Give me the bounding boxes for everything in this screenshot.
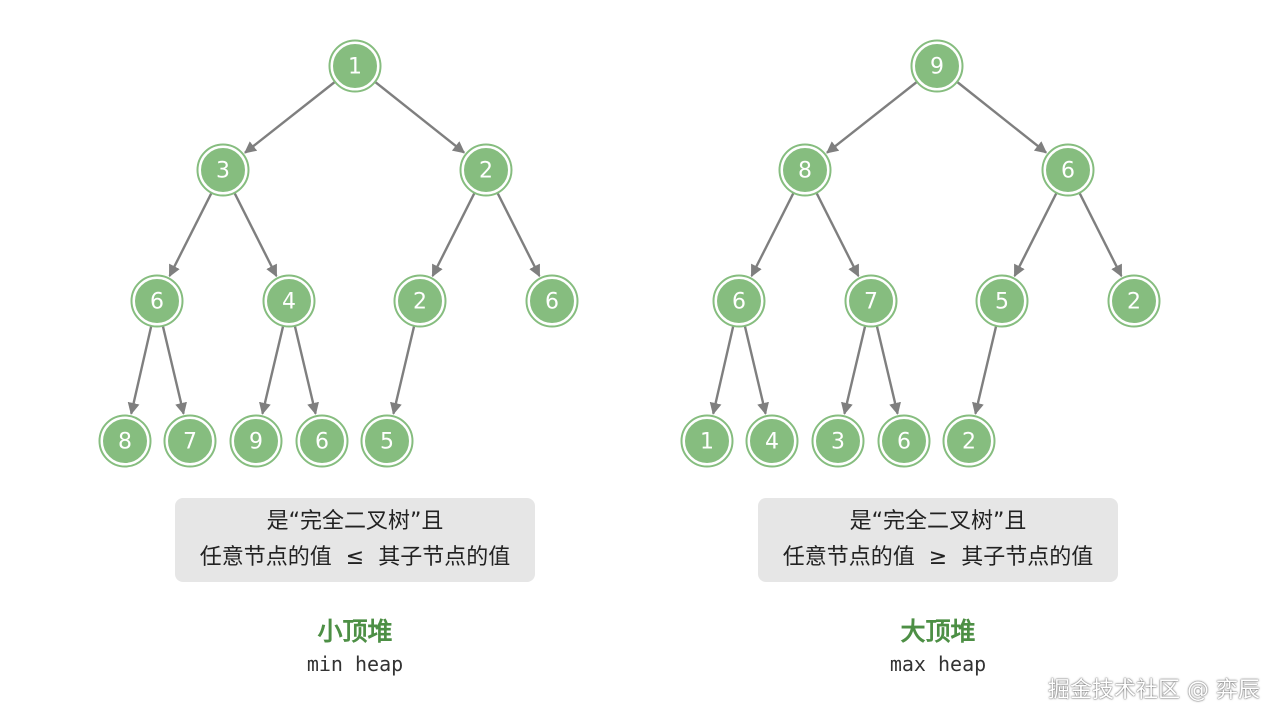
min-heap-caption-op: ≤ xyxy=(345,545,365,570)
max-heap-edge-0-2 xyxy=(955,80,1048,154)
min-heap-edge-2-5 xyxy=(431,191,476,278)
max-heap-edge-3-8 xyxy=(743,325,769,415)
min-heap-node-label-8: 7 xyxy=(183,430,197,455)
max-heap-caption-right: 其子节点的值 xyxy=(961,545,1094,570)
min-heap-node-label-5: 2 xyxy=(413,290,427,315)
max-heap-node-label-2: 6 xyxy=(1061,159,1075,184)
max-heap-node-8: 4 xyxy=(745,414,799,468)
max-heap-node-3: 6 xyxy=(712,274,766,328)
min-heap-caption-line1: 是“完全二叉树”且 xyxy=(266,509,444,534)
min-heap-node-label-4: 4 xyxy=(282,290,296,315)
min-heap-subtitle: min heap xyxy=(306,652,404,676)
max-heap-node-10: 6 xyxy=(877,414,931,468)
min-heap-edge-3-7 xyxy=(127,325,153,415)
max-heap-subtitle: max heap xyxy=(889,652,987,676)
min-heap-node-label-9: 9 xyxy=(249,430,263,455)
max-heap-node-label-9: 3 xyxy=(831,430,845,455)
max-heap-caption-op: ≥ xyxy=(928,545,948,570)
min-heap-edge-1-3 xyxy=(168,191,213,278)
max-heap-caption-left: 任意节点的值 xyxy=(782,545,915,570)
max-heap-node-label-6: 2 xyxy=(1127,290,1141,315)
min-heap-node-10: 6 xyxy=(295,414,349,468)
max-heap-node-label-4: 7 xyxy=(864,290,878,315)
min-heap-caption-line2: 任意节点的值 ≤ 其子节点的值 xyxy=(200,540,510,576)
min-heap-edge-4-10 xyxy=(293,325,319,415)
min-heap-caption-right: 其子节点的值 xyxy=(378,545,511,570)
max-heap-edge-1-4 xyxy=(815,191,860,278)
max-heap-node-4: 7 xyxy=(844,274,898,328)
min-heap-edge-2-6 xyxy=(496,191,541,278)
max-heap-node-label-0: 9 xyxy=(930,55,944,80)
min-heap-edge-0-2 xyxy=(373,80,466,154)
max-heap-node-1: 8 xyxy=(778,143,832,197)
max-heap-node-6: 2 xyxy=(1107,274,1161,328)
min-heap-edge-4-9 xyxy=(259,325,285,415)
min-heap-node-2: 2 xyxy=(459,143,513,197)
min-heap-edge-0-1 xyxy=(244,80,337,154)
max-heap-caption-line2: 任意节点的值 ≥ 其子节点的值 xyxy=(783,540,1093,576)
min-heap-caption-left: 任意节点的值 xyxy=(199,545,332,570)
min-heap-edge-5-11 xyxy=(390,325,416,415)
max-heap-edge-5-11 xyxy=(972,325,998,415)
max-heap-edge-2-5 xyxy=(1013,191,1058,278)
max-heap-caption-line1: 是“完全二叉树”且 xyxy=(849,509,1027,534)
max-heap-edge-4-10 xyxy=(875,325,901,415)
max-heap-edge-3-7 xyxy=(709,325,735,415)
max-heap-node-label-8: 4 xyxy=(765,430,779,455)
min-heap-node-label-6: 6 xyxy=(545,290,559,315)
max-heap-node-label-3: 6 xyxy=(732,290,746,315)
watermark: 掘金技术社区 @ 弈辰 xyxy=(1048,678,1260,703)
min-heap-node-7: 8 xyxy=(98,414,152,468)
min-heap-node-label-10: 6 xyxy=(315,430,329,455)
min-heap-node-4: 4 xyxy=(262,274,316,328)
min-heap-node-8: 7 xyxy=(163,414,217,468)
max-heap-node-label-10: 6 xyxy=(897,430,911,455)
max-heap-node-5: 5 xyxy=(975,274,1029,328)
max-heap-node-9: 3 xyxy=(811,414,865,468)
min-heap-edge-3-8 xyxy=(161,325,187,415)
min-heap-title: 小顶堆 xyxy=(317,617,393,646)
min-heap-node-5: 2 xyxy=(393,274,447,328)
max-heap-edge-1-3 xyxy=(750,191,795,278)
min-heap-node-3: 6 xyxy=(130,274,184,328)
min-heap-node-label-1: 3 xyxy=(216,159,230,184)
min-heap-node-label-11: 5 xyxy=(380,430,394,455)
max-heap-node-2: 6 xyxy=(1041,143,1095,197)
max-heap-node-0: 9 xyxy=(910,39,964,93)
min-heap-node-1: 3 xyxy=(196,143,250,197)
max-heap-edge-0-1 xyxy=(826,80,919,154)
max-heap-node-7: 1 xyxy=(680,414,734,468)
min-heap-node-11: 5 xyxy=(360,414,414,468)
min-heap-node-label-7: 8 xyxy=(118,430,132,455)
min-heap-node-label-3: 6 xyxy=(150,290,164,315)
min-heap-node-0: 1 xyxy=(328,39,382,93)
max-heap-node-label-7: 1 xyxy=(700,430,714,455)
min-heap-node-label-2: 2 xyxy=(479,159,493,184)
min-heap-node-9: 9 xyxy=(229,414,283,468)
max-heap-node-label-1: 8 xyxy=(798,159,812,184)
min-heap-node-label-0: 1 xyxy=(348,55,362,80)
max-heap-caption: 是“完全二叉树”且 任意节点的值 ≥ 其子节点的值 xyxy=(758,498,1118,582)
max-heap-title: 大顶堆 xyxy=(900,617,976,646)
min-heap-caption: 是“完全二叉树”且 任意节点的值 ≤ 其子节点的值 xyxy=(175,498,535,582)
max-heap-node-11: 2 xyxy=(942,414,996,468)
min-heap-node-6: 6 xyxy=(525,274,579,328)
max-heap-node-label-11: 2 xyxy=(962,430,976,455)
min-heap-edge-1-4 xyxy=(233,191,278,278)
max-heap-edge-4-9 xyxy=(841,325,867,415)
max-heap-edge-2-6 xyxy=(1078,191,1123,278)
max-heap-node-label-5: 5 xyxy=(995,290,1009,315)
